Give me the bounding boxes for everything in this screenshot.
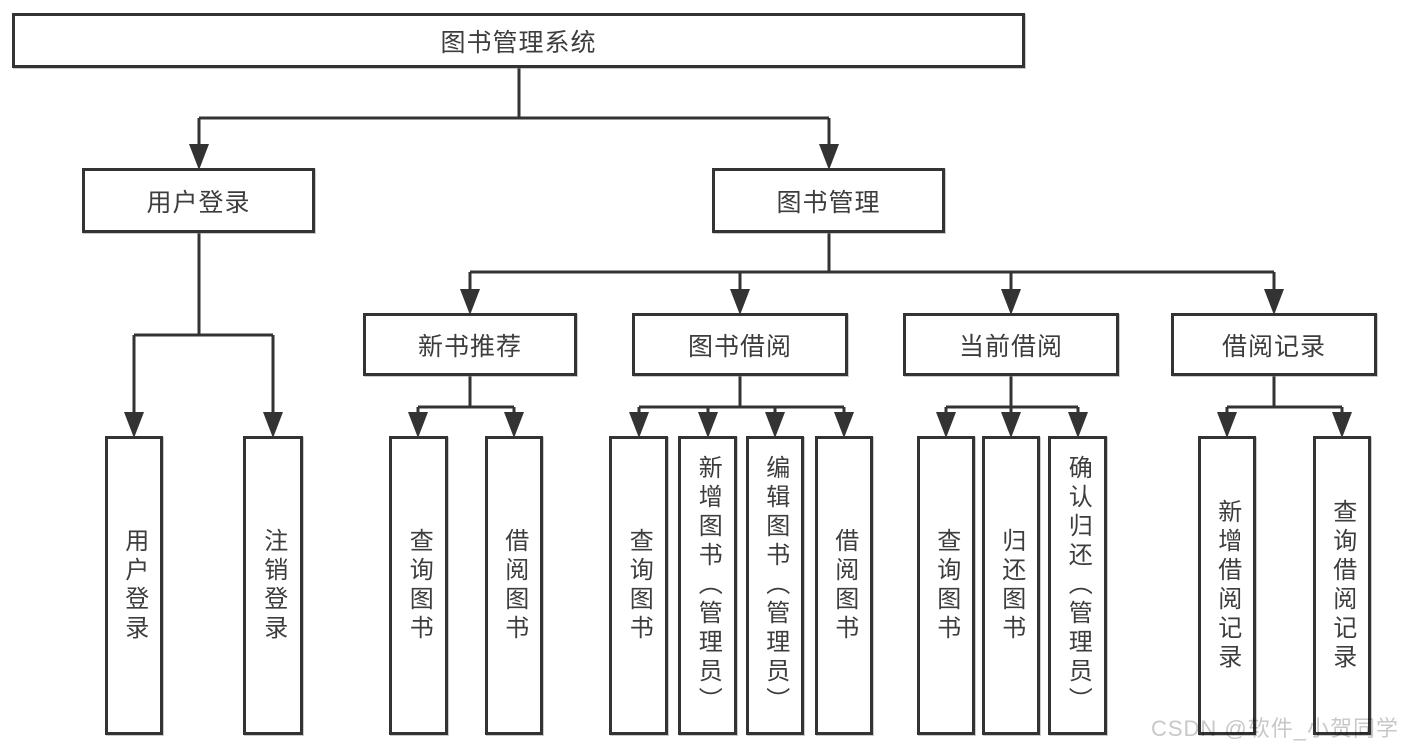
node-book-borrow: 图书借阅 xyxy=(632,313,848,376)
arrowhead-down-icon xyxy=(819,144,839,170)
arrowhead-down-icon xyxy=(1332,412,1352,438)
leaf-current-return-books: 归还图书 xyxy=(982,436,1040,735)
leaf-current-confirm-return-admin: 确认归还（管理员） xyxy=(1048,436,1107,735)
arrowhead-down-icon xyxy=(1217,412,1237,438)
leaf-borrow-borrow-books: 借阅图书 xyxy=(815,436,873,735)
node-new-book-recommend: 新书推荐 xyxy=(363,313,577,376)
arrowhead-down-icon xyxy=(1264,289,1284,315)
arrowhead-down-icon xyxy=(263,412,283,438)
arrowhead-down-icon xyxy=(765,412,785,438)
arrowhead-down-icon xyxy=(124,412,144,438)
node-book-management: 图书管理 xyxy=(712,168,945,233)
node-current-borrow: 当前借阅 xyxy=(903,313,1119,376)
leaf-newbook-query-books: 查询图书 xyxy=(389,436,448,735)
arrowhead-down-icon xyxy=(1001,412,1021,438)
leaf-record-add-borrow-record: 新增借阅记录 xyxy=(1198,436,1256,735)
arrowhead-down-icon xyxy=(189,144,209,170)
leaf-newbook-borrow-books: 借阅图书 xyxy=(485,436,543,735)
arrowhead-down-icon xyxy=(408,412,428,438)
leaf-borrow-query-books: 查询图书 xyxy=(609,436,668,735)
leaf-borrow-add-books-admin: 新增图书（管理员） xyxy=(678,436,737,735)
leaf-record-query-borrow-record: 查询借阅记录 xyxy=(1313,436,1371,735)
leaf-user-login: 用户登录 xyxy=(105,436,163,735)
arrowhead-down-icon xyxy=(1001,289,1021,315)
node-user-login: 用户登录 xyxy=(82,168,315,233)
arrowhead-down-icon xyxy=(730,289,750,315)
arrowhead-down-icon xyxy=(504,412,524,438)
arrowhead-down-icon xyxy=(1068,412,1088,438)
arrowhead-down-icon xyxy=(936,412,956,438)
arrowhead-down-icon xyxy=(629,412,649,438)
csdn-watermark: CSDN @软件_小贺同学 xyxy=(1150,716,1399,741)
arrowhead-down-icon xyxy=(460,289,480,315)
leaf-logout: 注销登录 xyxy=(243,436,303,735)
node-borrow-record: 借阅记录 xyxy=(1171,313,1377,376)
node-root: 图书管理系统 xyxy=(12,13,1025,68)
leaf-current-query-books: 查询图书 xyxy=(917,436,975,735)
arrowhead-down-icon xyxy=(834,412,854,438)
arrowhead-down-icon xyxy=(698,412,718,438)
leaf-borrow-edit-books-admin: 编辑图书（管理员） xyxy=(746,436,804,735)
